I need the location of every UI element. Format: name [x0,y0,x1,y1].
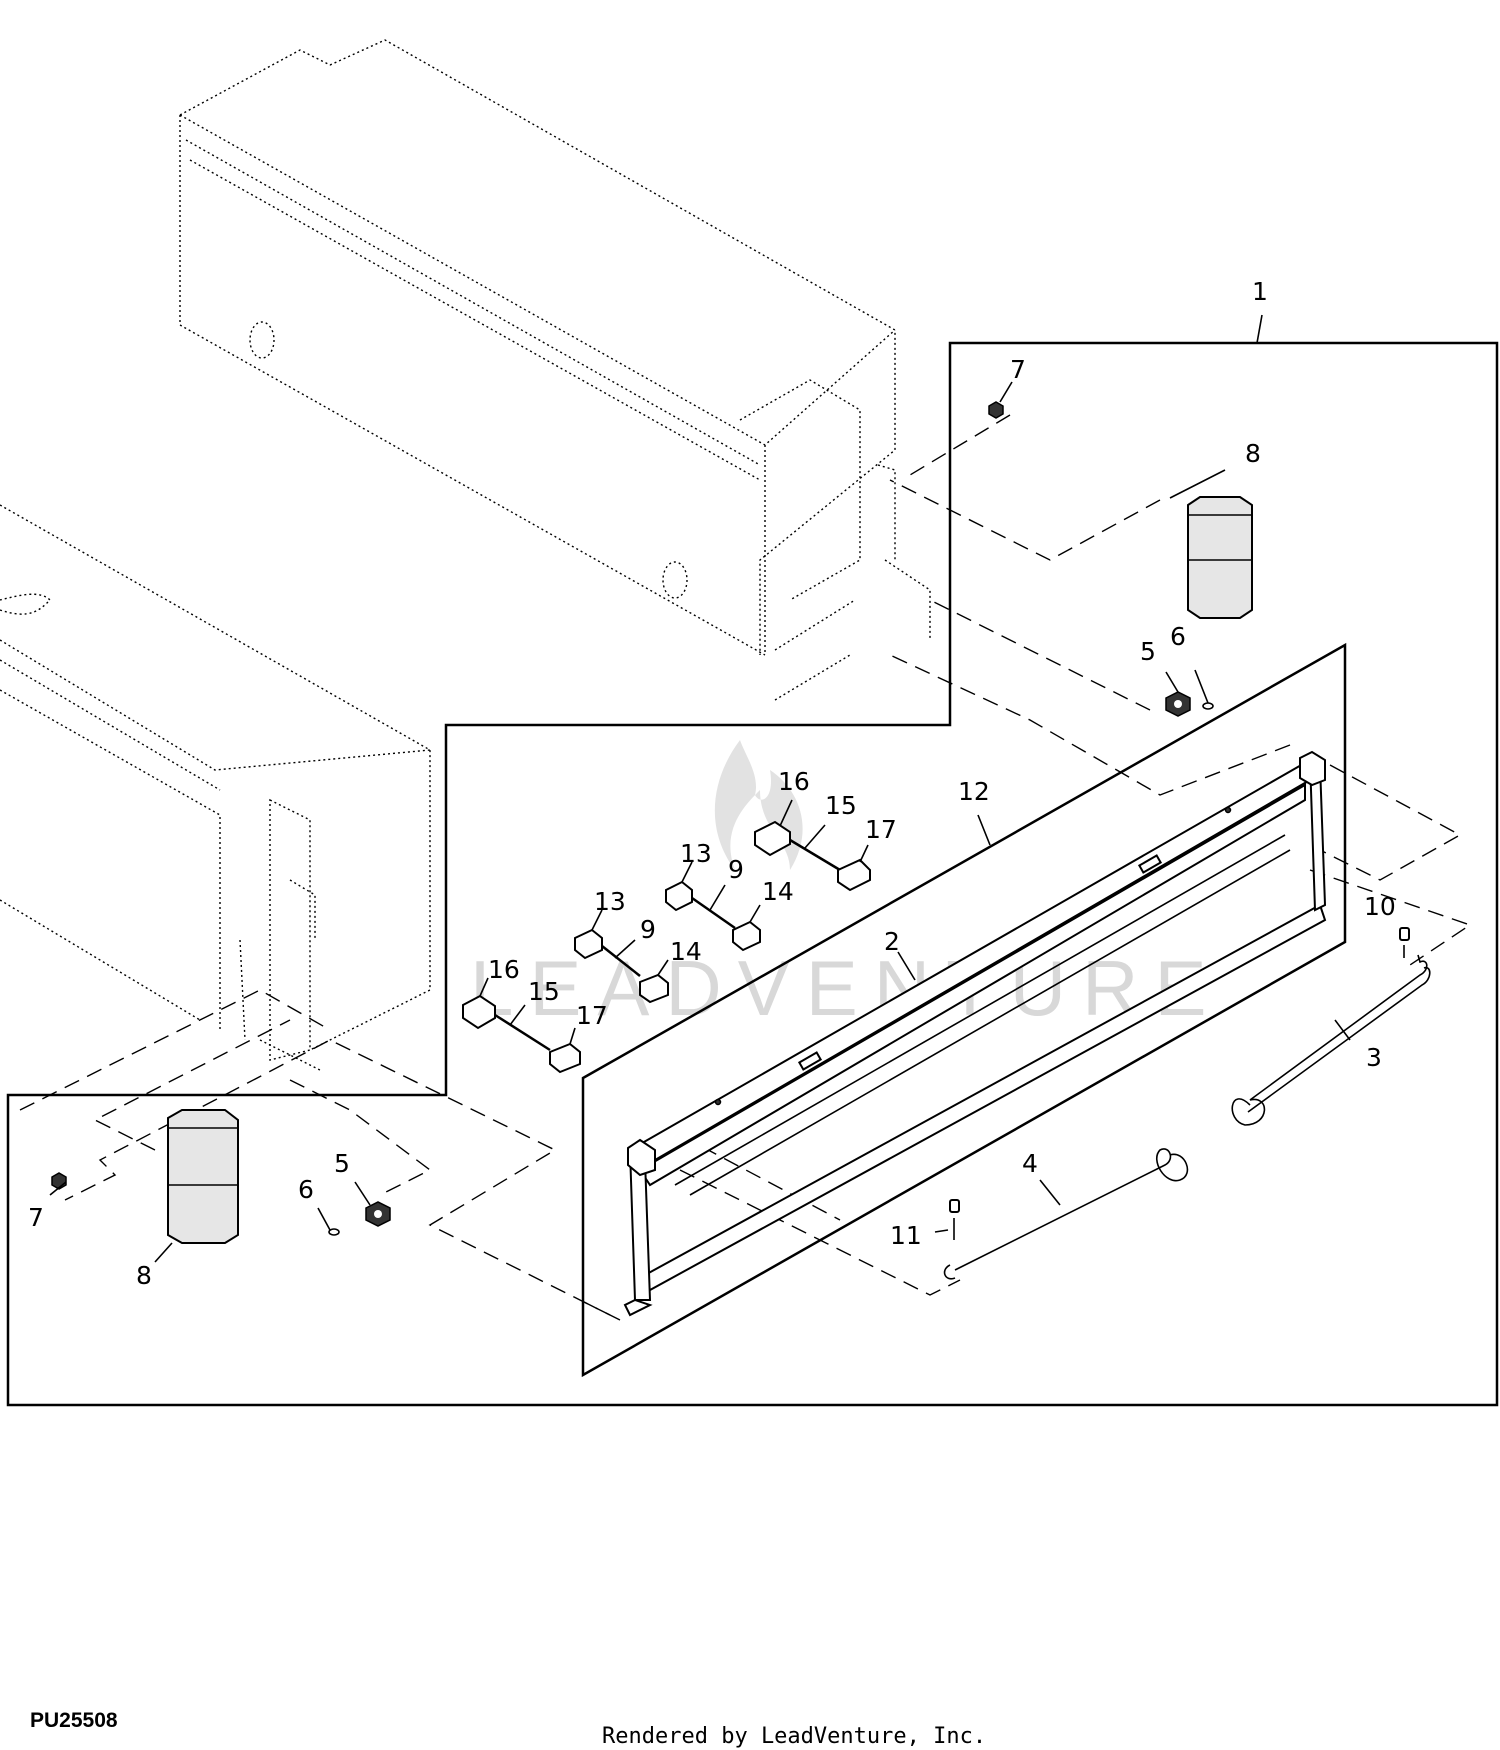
clip-6-lower [328,1228,340,1236]
callout-16-lower: 16 [488,955,520,984]
callout-15-upper: 15 [825,791,857,820]
clip-6-upper [1202,702,1214,710]
figure-code: PU25508 [30,1709,118,1732]
callout-1: 1 [1252,277,1268,306]
callout-9-upper: 9 [728,855,744,884]
callout-leaders [49,381,1351,1263]
rendered-by-credit: Rendered by LeadVenture, Inc. [602,1724,986,1749]
machine-upper-housing [179,39,931,701]
callout-9-lower: 9 [640,915,656,944]
callout-11: 11 [890,1221,922,1250]
callout-2: 2 [884,927,900,956]
harness-16-15-17-upper [754,820,871,892]
callout-8-upper: 8 [1245,439,1261,468]
watermark-text: LEADVENTURE [470,944,1222,1032]
callout-17-lower: 17 [576,1001,608,1030]
tailgate-frame [623,750,1327,1317]
grommet-5-lower [365,1201,391,1227]
callout-4: 4 [1022,1149,1038,1178]
callout-5-upper: 5 [1140,637,1156,666]
callout-14-lower: 14 [670,937,702,966]
assembly-lines [19,414,1472,1321]
callout-15-lower: 15 [528,977,560,1006]
grommet-5-upper [1165,691,1191,717]
harness-13-9-14-upper [665,880,761,952]
pin-11 [949,1199,960,1240]
callout-labels: 1 7 8 5 6 12 16 15 17 13 9 14 13 9 14 16… [28,277,1396,1290]
harness-16-15-17-lower [462,994,581,1074]
callout-5-lower: 5 [334,1149,350,1178]
callout-14-upper: 14 [762,877,794,906]
machine-lower-housing [0,504,431,1071]
nut-7-lower [51,1172,67,1190]
callout-3: 3 [1366,1043,1382,1072]
callout-13-upper: 13 [680,839,712,868]
tailgate-panel-outline [581,642,1347,1378]
callout-16-upper: 16 [778,767,810,796]
callout-6-upper: 6 [1170,622,1186,651]
callout-17-upper: 17 [865,815,897,844]
rod-4 [943,1148,1189,1280]
rod-3 [1231,954,1431,1126]
callout-13-lower: 13 [594,887,626,916]
nut-7-upper [988,401,1004,419]
callout-7-lower: 7 [28,1203,44,1232]
callout-12: 12 [958,777,990,806]
callout-8-lower: 8 [136,1261,152,1290]
lamp-8-lower [167,1109,239,1244]
lamp-8-upper [1187,496,1253,619]
assembly-frame [6,314,1499,1407]
callout-7-upper: 7 [1010,355,1026,384]
pin-10 [1399,927,1410,958]
callout-6-lower: 6 [298,1175,314,1204]
callout-10: 10 [1364,892,1396,921]
